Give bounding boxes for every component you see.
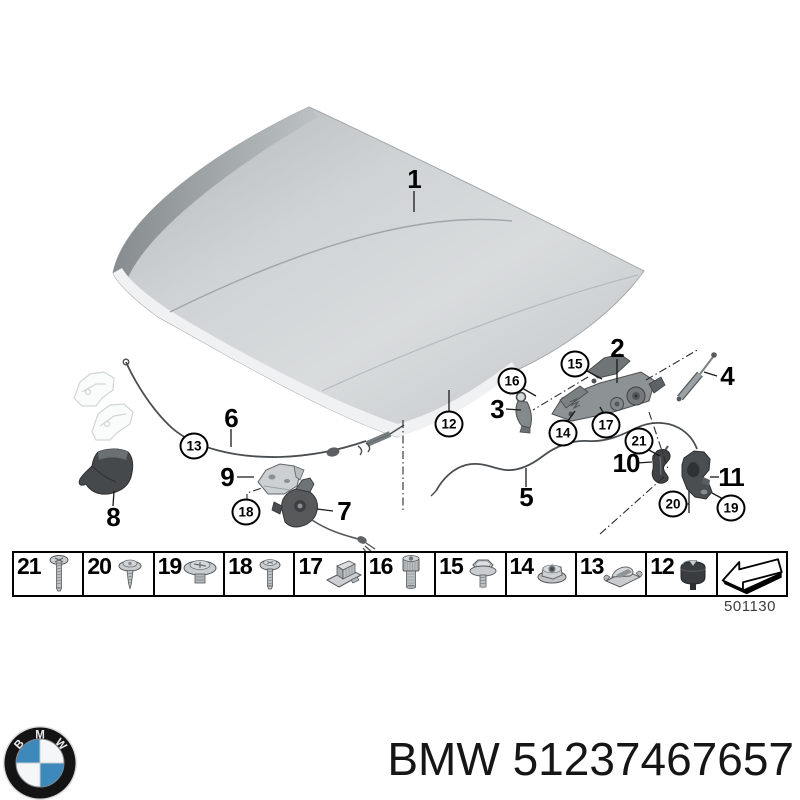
part-number-caption: BMW 51237467657 bbox=[387, 733, 794, 785]
strip-cell-18: 18 bbox=[225, 553, 296, 595]
strip-cell-number: 12 bbox=[650, 553, 675, 579]
callout-19: 19 bbox=[716, 494, 746, 522]
callout-12: 12 bbox=[434, 410, 464, 438]
callout-14: 14 bbox=[548, 419, 578, 447]
strip-cell-12: 12 bbox=[647, 553, 718, 595]
direction-arrow-icon bbox=[719, 553, 785, 595]
hood-hinge-ghost-parts bbox=[73, 371, 134, 441]
callout-6: 6 bbox=[224, 403, 239, 433]
socket-head-bolt-icon bbox=[388, 553, 434, 595]
strip-cell-number: 21 bbox=[17, 553, 42, 579]
callout-5: 5 bbox=[519, 482, 534, 512]
cage-nut-clip-icon bbox=[318, 553, 364, 595]
flange-head-rivet-icon bbox=[177, 553, 223, 595]
strip-cell-number: 17 bbox=[298, 553, 323, 579]
spring-clip-icon bbox=[599, 553, 645, 595]
bmw-roundel-icon: B M W bbox=[3, 726, 77, 800]
buffer-part-10 bbox=[651, 445, 671, 484]
callout-18: 18 bbox=[231, 498, 261, 526]
strip-cell-15: 15 bbox=[436, 553, 507, 595]
hood-panel bbox=[112, 106, 645, 438]
leader-lines bbox=[112, 191, 726, 513]
strip-cell-20: 20 bbox=[84, 553, 155, 595]
callout-15: 15 bbox=[560, 350, 590, 378]
washer-head-screw-icon bbox=[107, 553, 153, 595]
hex-flange-bolt-icon bbox=[459, 553, 505, 595]
dome-head-screw-icon bbox=[247, 553, 293, 595]
bracket-part-9 bbox=[257, 463, 305, 495]
diagram-code: 501130 bbox=[724, 598, 776, 615]
pan-head-screw-icon bbox=[36, 553, 82, 595]
hex-flange-nut-icon bbox=[529, 553, 575, 595]
strip-cell-19: 19 bbox=[155, 553, 226, 595]
strip-cell-17: 17 bbox=[295, 553, 366, 595]
strip-cell-14: 14 bbox=[507, 553, 577, 595]
callout-4: 4 bbox=[720, 361, 735, 391]
strip-cell-number: 16 bbox=[368, 553, 394, 579]
strip-cell-number: 15 bbox=[439, 553, 464, 579]
callout-9: 9 bbox=[220, 462, 235, 492]
gas-strut-part-4 bbox=[676, 352, 717, 402]
release-cable-part-6 bbox=[122, 358, 405, 458]
fastener-strip: 21 20 19 18 17 16 15 14 13 12 bbox=[12, 551, 788, 597]
strip-cell-number: 18 bbox=[228, 553, 253, 579]
callout-7: 7 bbox=[337, 496, 352, 526]
strip-cell-13: 13 bbox=[577, 553, 648, 595]
strip-cell-number: 19 bbox=[157, 553, 183, 579]
callout-2: 2 bbox=[610, 333, 625, 363]
strip-cell-16: 16 bbox=[366, 553, 437, 595]
svg-text:M: M bbox=[35, 730, 45, 742]
strip-cell-number: 13 bbox=[579, 553, 605, 579]
callout-16: 16 bbox=[497, 367, 527, 395]
callout-13: 13 bbox=[179, 432, 209, 460]
strip-cell-21: 21 bbox=[14, 553, 85, 595]
callout-11: 11 bbox=[718, 462, 744, 492]
cover-part-8 bbox=[78, 448, 134, 495]
strip-cell-number: 20 bbox=[87, 553, 112, 579]
callout-1: 1 bbox=[407, 164, 422, 194]
bmw-logo: B M W bbox=[2, 725, 78, 800]
callout-3: 3 bbox=[490, 394, 505, 424]
callout-8: 8 bbox=[106, 502, 121, 532]
callout-20: 20 bbox=[658, 490, 688, 518]
strip-cell-arrow bbox=[718, 553, 786, 595]
rubber-buffer-icon bbox=[670, 553, 716, 595]
strip-cell-number: 14 bbox=[509, 553, 535, 579]
catch-lever-part-3 bbox=[515, 391, 532, 434]
catch-bracket-part-11 bbox=[681, 450, 713, 500]
hood-lock-part-2 bbox=[551, 353, 666, 422]
callout-21: 21 bbox=[624, 427, 654, 455]
callout-17: 17 bbox=[591, 411, 621, 439]
